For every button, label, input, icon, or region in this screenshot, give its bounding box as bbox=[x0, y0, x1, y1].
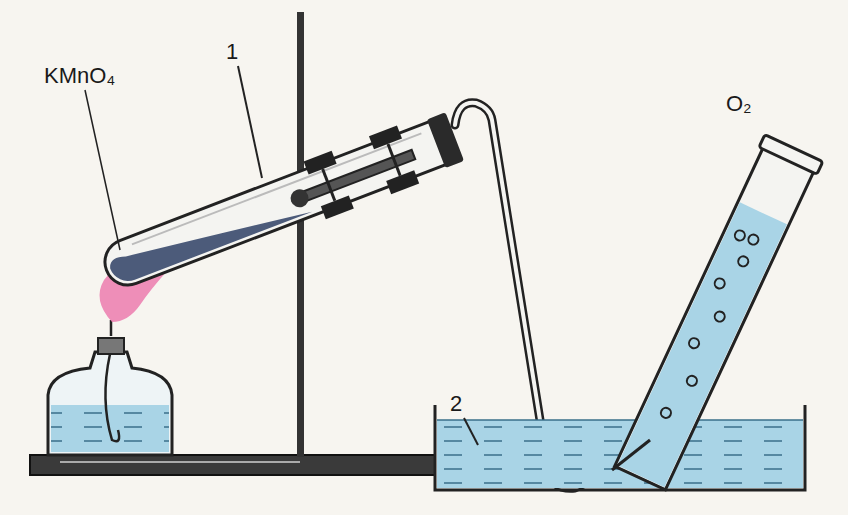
kmno4-powder bbox=[107, 186, 312, 286]
substance-label: KMnO₄ bbox=[42, 64, 117, 88]
leader-line bbox=[85, 90, 120, 250]
alcohol-lamp bbox=[48, 320, 172, 455]
stand-base bbox=[30, 455, 435, 475]
water-trough bbox=[435, 405, 805, 490]
base-highlight bbox=[60, 461, 300, 463]
clamp bbox=[279, 124, 424, 229]
gas-bubbles bbox=[652, 227, 764, 424]
stand-rod bbox=[297, 12, 304, 457]
collecting-tube bbox=[611, 135, 823, 492]
callout-number: 2 bbox=[448, 392, 464, 416]
leader-line bbox=[238, 66, 262, 178]
callout-number: 1 bbox=[224, 40, 240, 64]
test-tube bbox=[95, 108, 465, 300]
leader-line bbox=[464, 418, 478, 445]
gas-label: O₂ bbox=[724, 92, 754, 116]
